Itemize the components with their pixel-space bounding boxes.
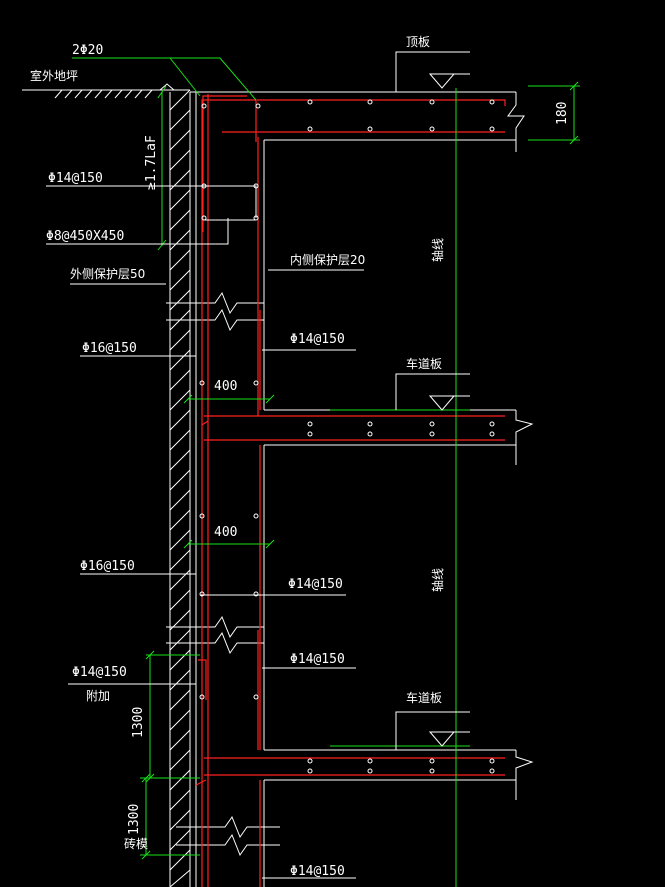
label-lane-slab-1: 车道板	[406, 356, 442, 371]
label-phi14-mid2: Φ14@150	[288, 577, 343, 592]
label-outer-cover: 外侧保护层50	[70, 267, 145, 281]
ground-line	[22, 83, 190, 99]
label-top-bar: 2Φ20	[72, 43, 103, 58]
label-dim-1300-2: 1300	[127, 804, 142, 835]
wall-outline	[166, 91, 534, 887]
label-dim-lae: ≥1.7LaF	[144, 135, 159, 190]
label-phi14-bottom: Φ14@150	[290, 864, 345, 879]
label-lane-slab-2: 车道板	[406, 690, 442, 705]
label-phi14-top: Φ14@150	[48, 171, 103, 186]
label-phi14-mid3: Φ14@150	[290, 652, 345, 667]
label-axis-1: 轴线	[430, 238, 445, 262]
rebars	[195, 94, 506, 887]
label-add-note: 附加	[86, 689, 110, 703]
label-phi14-add: Φ14@150	[72, 665, 127, 680]
wall-hatch	[169, 89, 191, 887]
label-roof-slab: 顶板	[406, 35, 430, 49]
label-dim-400-1: 400	[214, 379, 237, 394]
label-phi14-mid1: Φ14@150	[290, 332, 345, 347]
level-symbols	[395, 51, 470, 750]
label-dim-180: 180	[555, 102, 570, 125]
label-inner-cover: 内侧保护层20	[290, 253, 365, 267]
label-brick: 砖模	[124, 836, 148, 851]
green-lines	[72, 57, 580, 887]
label-axis-2: 轴线	[430, 568, 445, 592]
label-dim-400-2: 400	[214, 525, 237, 540]
label-ground: 室外地坪	[30, 68, 78, 83]
rebar-dots	[199, 99, 495, 774]
label-phi16-2: Φ16@150	[80, 559, 135, 574]
label-phi16-1: Φ16@150	[82, 341, 137, 356]
label-phi8: Φ8@450X450	[46, 229, 124, 244]
label-dim-1300-1: 1300	[131, 707, 146, 738]
leader-lines	[46, 185, 364, 879]
